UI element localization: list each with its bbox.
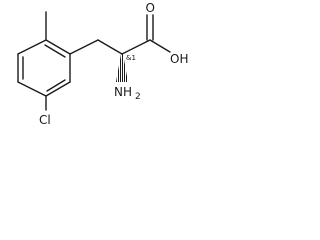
ring-double-bond-inner-a (44, 44, 66, 58)
ring-bond-c4-c5 (17, 81, 47, 97)
ring-bond-c1-c2 (45, 39, 71, 55)
ring-double-bond-inner-c (46, 79, 66, 92)
ring-bond-c5-c6 (45, 81, 71, 97)
carbonyl-oxygen-label: O (146, 1, 155, 15)
hydroxyl-label: OH (170, 52, 188, 66)
ch2-to-alpha-bond (97, 39, 123, 55)
stereo-descriptor-label: &1 (126, 54, 136, 62)
amino-label: NH (114, 85, 132, 99)
alpha-to-carboxyl-bond (121, 39, 151, 55)
hydroxyl-bond (149, 39, 171, 53)
chemical-structure-diagram: O OH &1 NH 2 Cl (17, 1, 188, 127)
hashed-wedge-bond (116, 54, 128, 82)
amino-subscript-label: 2 (135, 92, 141, 102)
ring-to-ch2-bond (69, 39, 99, 55)
chlorine-label: Cl (39, 113, 51, 127)
structure-canvas: O OH &1 NH 2 Cl (0, 0, 230, 137)
ring-bond-c2-c3 (17, 39, 47, 55)
